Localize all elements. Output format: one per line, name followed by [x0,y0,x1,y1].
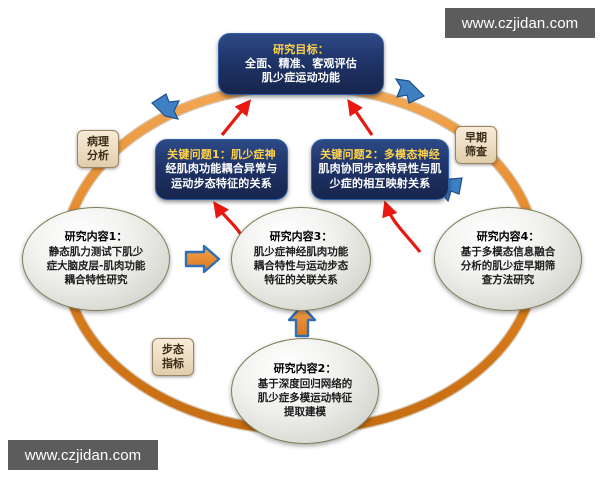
ring-label-gait-line2: 指标 [162,357,184,370]
research-content-2-title: 研究内容2： [273,362,337,376]
research-content-1-line4: 耦合特性研究 [64,273,128,286]
ring-arrowhead-top-right [394,78,426,104]
research-content-2-line2: 基于深度回归网络的 [257,377,353,390]
key-question-2-box: 关键问题2：多模态神经 肌肉协同步态特异性与肌 少症的相互映射关系 [311,139,449,200]
arrow-q1-to-goal [220,99,252,137]
key-question-1-line2: 经肌肉功能耦合异常与 [165,162,278,176]
research-content-3-line3: 耦合特性与运动步态 [253,259,349,272]
research-content-4-title: 研究内容4： [476,230,540,244]
watermark-bottom-left: www.czjidan.com [8,440,158,470]
research-content-1-oval: 研究内容1： 静态肌力测试下肌少 症大脑皮层-肌肉功能 耦合特性研究 [22,207,170,311]
key-question-1-box: 关键问题1：肌少症神 经肌肉功能耦合异常与 运动步态特征的关系 [155,139,288,200]
ring-label-gait: 步态 指标 [152,338,194,376]
ring-label-screening-line2: 筛查 [465,145,487,158]
research-content-4-line3: 分析的肌少症早期筛 [460,259,556,272]
research-content-3-title: 研究内容3： [269,230,333,244]
research-content-2-line3: 肌少症多模运动特征 [257,391,353,404]
ring-label-screening: 早期 筛查 [455,126,497,164]
flow-arrow-c1-to-c3 [184,244,221,274]
research-content-4-line2: 基于多模态信息融合 [460,245,556,258]
ring-label-gait-line1: 步态 [162,343,184,357]
key-question-2-line2: 肌肉协同步态特异性与肌 [318,162,442,176]
research-content-2-oval: 研究内容2： 基于深度回归网络的 肌少症多模运动特征 提取建模 [231,338,379,444]
ring-label-pathology-line1: 病理 [87,135,109,149]
key-question-1-line3: 运动步态特征的关系 [171,176,272,190]
research-content-1-title: 研究内容1： [64,230,128,244]
ring-label-pathology: 病理 分析 [77,130,119,168]
research-content-3-line2: 肌少症神经肌肉功能 [253,245,349,258]
flow-arrow-c2-to-c3 [287,304,317,338]
ring-label-screening-line1: 早期 [465,131,487,145]
research-content-4-line4: 查方法研究 [481,273,535,286]
research-content-1-line3: 症大脑皮层-肌肉功能 [46,259,146,272]
ring-arrowhead-top-left [151,93,181,120]
research-goal-box: 研究目标： 全面、精准、客观评估 肌少症运动功能 [218,33,384,95]
arrow-q2-to-goal [347,99,374,136]
watermark-top-right: www.czjidan.com [445,8,595,38]
research-goal-line3: 肌少症运动功能 [261,71,341,85]
key-question-1-line1: 关键问题1：肌少症神 [167,148,276,162]
research-content-3-line4: 特征的关联关系 [264,273,338,286]
key-question-2-line1: 关键问题2：多模态神经 [320,148,440,162]
research-content-2-line4: 提取建模 [284,405,326,418]
key-question-2-line3: 少症的相互映射关系 [329,176,431,190]
arrow-c3-to-q2 [382,200,422,253]
research-goal-title: 研究目标： [273,42,329,56]
research-content-3-oval: 研究内容3： 肌少症神经肌肉功能 耦合特性与运动步态 特征的关联关系 [231,207,371,311]
ring-label-pathology-line2: 分析 [87,149,109,162]
research-content-4-oval: 研究内容4： 基于多模态信息融合 分析的肌少症早期筛 查方法研究 [434,207,582,311]
research-content-1-line2: 静态肌力测试下肌少 [48,245,144,258]
research-goal-line2: 全面、精准、客观评估 [245,56,357,70]
